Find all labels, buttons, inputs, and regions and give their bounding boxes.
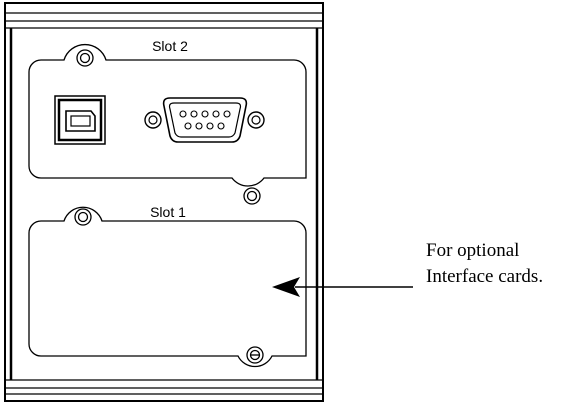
callout-line-1: For optional	[426, 240, 520, 261]
slot-2-label: Slot 2	[152, 38, 188, 54]
callout-text: For optional Interface cards.	[426, 238, 543, 290]
device-housing	[4, 2, 324, 402]
slot-1-plate: Slot 1	[28, 204, 307, 368]
arrow-left-icon	[272, 277, 413, 297]
jackscrew-left-icon	[144, 111, 162, 129]
mounting-screw-icon	[74, 208, 92, 226]
mounting-screw-icon	[76, 49, 94, 67]
callout-line-2: Interface cards.	[426, 266, 544, 287]
jackscrew-right-icon	[247, 111, 265, 129]
usb-b-port-icon	[54, 95, 106, 145]
slot-2-plate: Slot 2	[28, 38, 307, 205]
db9-serial-connector-icon	[144, 97, 265, 143]
mounting-screw-icon	[243, 187, 261, 205]
mounting-screw-icon	[246, 346, 264, 364]
slot-1-label: Slot 1	[150, 204, 186, 220]
